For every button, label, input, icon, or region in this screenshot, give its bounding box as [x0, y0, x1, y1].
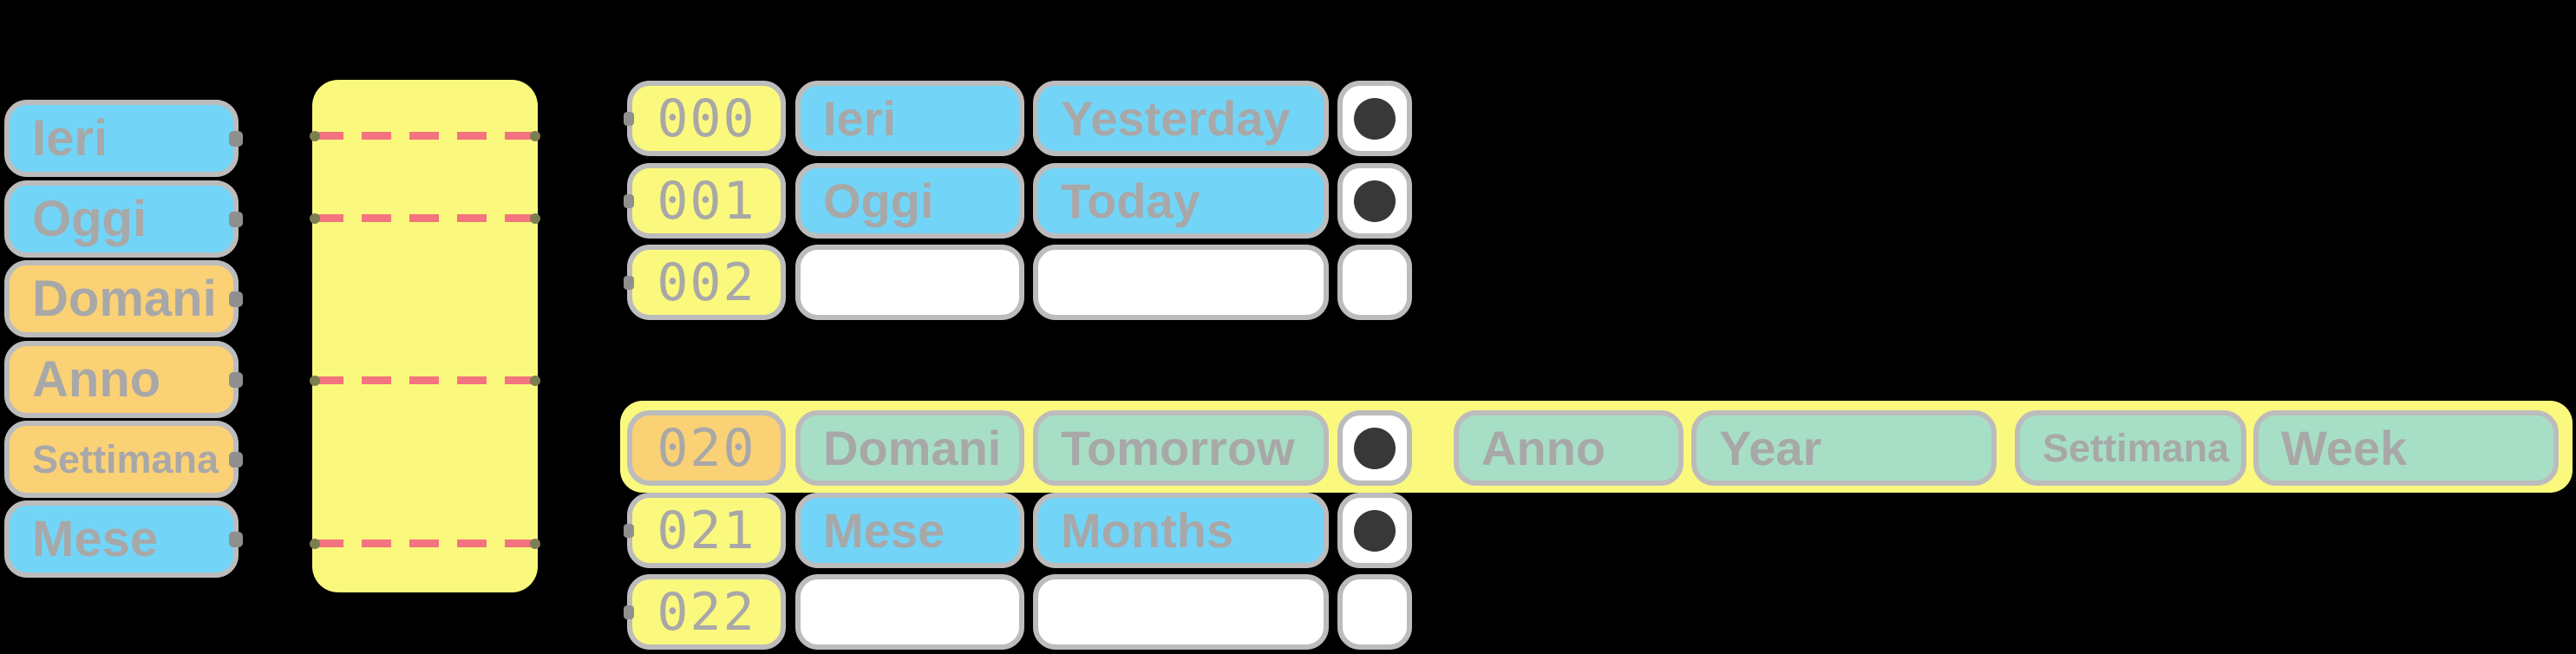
black-dot-indicator-icon	[1354, 427, 1396, 469]
status-cell[interactable]	[1337, 163, 1412, 239]
row-id-cell[interactable]: 022	[624, 574, 786, 650]
band-card-settimana[interactable]: Settimana	[2015, 410, 2246, 486]
link-endpoint[interactable]	[530, 213, 540, 224]
link-endpoint[interactable]	[310, 213, 320, 224]
connector-nub[interactable]	[624, 605, 634, 619]
term-card-settimana[interactable]: Settimana	[4, 421, 243, 498]
dashed-link-line	[310, 213, 540, 224]
black-dot-indicator-icon	[1354, 97, 1396, 140]
band-card-label: Year	[1719, 421, 1822, 475]
term-card-label: Oggi	[32, 191, 147, 247]
row-id-cell[interactable]: 002	[624, 245, 786, 320]
status-cell[interactable]	[1337, 81, 1412, 156]
term-cell[interactable]: Domani	[795, 410, 1024, 486]
term-card-ieri[interactable]: Ieri	[4, 100, 243, 177]
term-cell[interactable]: Oggi	[795, 163, 1024, 239]
translation-text: Months	[1061, 503, 1234, 558]
row-id: 001	[657, 170, 756, 232]
status-cell[interactable]	[1337, 493, 1412, 568]
term-card-oggi[interactable]: Oggi	[4, 180, 243, 258]
link-endpoint[interactable]	[310, 130, 320, 141]
band-card-label: Anno	[1481, 421, 1606, 475]
term-card-domani[interactable]: Domani	[4, 260, 243, 337]
term-card-anno[interactable]: Anno	[4, 341, 243, 418]
term-card-label: Ieri	[32, 110, 108, 167]
connector-nub[interactable]	[229, 130, 243, 147]
term-text: Mese	[823, 503, 945, 558]
translation-cell[interactable]: Months	[1033, 493, 1329, 568]
connector-nub[interactable]	[229, 451, 243, 468]
term-card-mese[interactable]: Mese	[4, 500, 243, 578]
connector-nub[interactable]	[229, 211, 243, 227]
term-card-label: Domani	[32, 271, 217, 327]
connector-nub[interactable]	[229, 291, 243, 307]
dashed-link-line	[310, 130, 540, 141]
term-card-label: Mese	[32, 511, 159, 567]
row-id: 020	[657, 417, 756, 479]
translation-text: Yesterday	[1061, 91, 1291, 146]
connector-nub[interactable]	[624, 193, 634, 208]
translation-text: Tomorrow	[1061, 421, 1295, 475]
term-text: Domani	[823, 421, 1002, 475]
status-cell[interactable]	[1337, 245, 1412, 320]
translation-cell[interactable]: Tomorrow	[1033, 410, 1329, 486]
row-id-cell[interactable]: 000	[624, 81, 786, 156]
band-card-label: Week	[2281, 421, 2408, 475]
translation-text: Today	[1061, 173, 1200, 228]
row-id-cell[interactable]: 021	[624, 493, 786, 568]
band-card-year[interactable]: Year	[1691, 410, 1997, 486]
black-dot-indicator-icon	[1354, 509, 1396, 552]
band-card-label: Settimana	[2043, 425, 2230, 470]
band-card-anno[interactable]: Anno	[1454, 410, 1684, 486]
connector-nub[interactable]	[624, 523, 634, 538]
row-id: 002	[657, 252, 756, 313]
term-cell[interactable]: Ieri	[795, 81, 1024, 156]
connector-nub[interactable]	[229, 371, 243, 388]
term-cell-empty[interactable]	[795, 245, 1024, 320]
row-id-cell[interactable]: 020	[627, 410, 786, 486]
translation-cell[interactable]: Today	[1033, 163, 1329, 239]
connector-nub[interactable]	[624, 275, 634, 290]
term-cell[interactable]: Mese	[795, 493, 1024, 568]
status-cell[interactable]	[1337, 410, 1412, 486]
link-endpoint[interactable]	[530, 375, 540, 386]
connector-nub[interactable]	[229, 531, 243, 547]
dashed-link-line	[310, 538, 540, 549]
term-cell-empty[interactable]	[795, 574, 1024, 650]
dashed-link-line	[310, 375, 540, 386]
translation-cell[interactable]: Yesterday	[1033, 81, 1329, 156]
status-cell[interactable]	[1337, 574, 1412, 650]
connector-nub[interactable]	[624, 111, 634, 126]
link-endpoint[interactable]	[310, 538, 320, 549]
link-endpoint[interactable]	[310, 375, 320, 386]
term-text: Oggi	[823, 173, 934, 228]
translation-cell-empty[interactable]	[1033, 245, 1329, 320]
term-card-label: Settimana	[32, 436, 219, 481]
term-text: Ieri	[823, 91, 897, 146]
translation-cell-empty[interactable]	[1033, 574, 1329, 650]
link-endpoint[interactable]	[530, 130, 540, 141]
link-endpoint[interactable]	[530, 538, 540, 549]
connector-panel[interactable]	[310, 80, 540, 592]
row-id: 021	[657, 500, 756, 561]
row-id: 022	[657, 581, 756, 643]
black-dot-indicator-icon	[1354, 180, 1396, 222]
band-card-week[interactable]: Week	[2253, 410, 2559, 486]
row-id: 000	[657, 88, 756, 149]
term-card-label: Anno	[32, 351, 161, 408]
row-id-cell[interactable]: 001	[624, 163, 786, 239]
